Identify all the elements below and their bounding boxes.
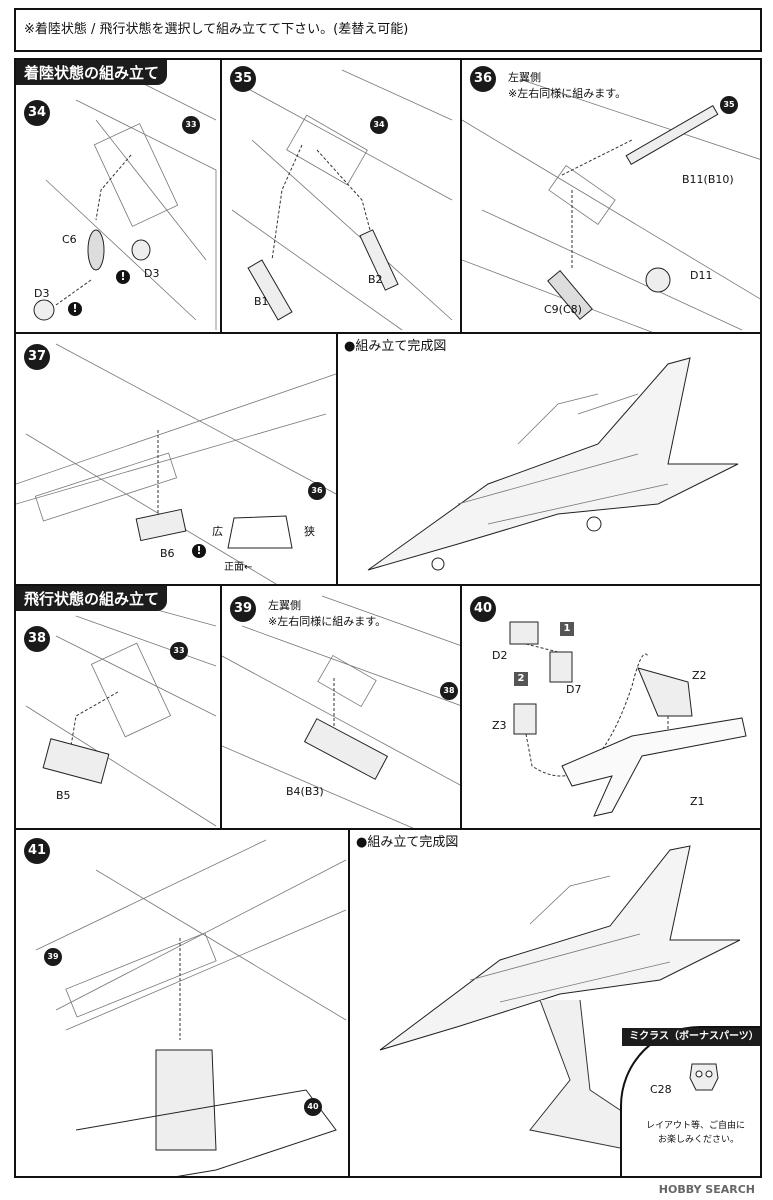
step-36-part-c9: C9(C8)	[544, 303, 582, 316]
step-35-ref: 34	[370, 116, 388, 134]
step-38-part-b5: B5	[56, 789, 71, 802]
step-34-number: 34	[24, 100, 50, 126]
warning-icon: !	[68, 302, 82, 316]
step-39-part-b4: B4(B3)	[286, 785, 324, 798]
step-41-panel: 41 39 40	[14, 828, 350, 1178]
step-37-part-b6: B6	[160, 547, 175, 560]
step-36-note-symmetric: ※左右同様に組みます。	[508, 87, 627, 100]
warning-icon: !	[192, 544, 206, 558]
step-39-number: 39	[230, 596, 256, 622]
header-instruction: ※着陸状態 / 飛行状態を選択して組み立てて下さい。(差替え可能)	[24, 22, 409, 37]
step-40-part-d2: D2	[492, 649, 508, 662]
step-39-ref: 38	[440, 682, 458, 700]
step-40-panel: 40 1 2 D2 D7 Z3 Z2 Z1	[460, 584, 762, 830]
step-35-number: 35	[230, 66, 256, 92]
step-35-drawing	[231, 69, 453, 331]
landing-complete-label: ●組み立て完成図	[344, 339, 447, 354]
flight-complete-panel: ●組み立て完成図 ミクラス（ボーナスパーツ） C28 レイアウト等、ご自由に お…	[348, 828, 762, 1178]
step-36-note-side: 左翼側	[508, 71, 541, 84]
step-36-panel: 36 左翼側 ※左右同様に組みます。 35 B11(B10) D11 C9(C8…	[460, 58, 762, 334]
step-40-part-z2: Z2	[692, 669, 707, 682]
bonus-note-enjoy: お楽しみください。	[658, 1135, 740, 1145]
step-34-drawing	[33, 79, 217, 330]
step-40-part-z3: Z3	[492, 719, 507, 732]
bonus-note-layout: レイアウト等、ご自由に	[646, 1121, 746, 1131]
step-37-ref: 36	[308, 482, 326, 500]
step-40-badge-1: 1	[560, 622, 574, 636]
step-41-number: 41	[24, 838, 50, 864]
step-40-part-z1: Z1	[690, 795, 705, 808]
step-34-ref: 33	[182, 116, 200, 134]
step-36-part-d11: D11	[690, 269, 713, 282]
header-box: ※着陸状態 / 飛行状態を選択して組み立てて下さい。(差替え可能)	[14, 8, 762, 52]
step-36-part-b11: B11(B10)	[682, 173, 734, 186]
step-41-ref-39: 39	[44, 948, 62, 966]
flight-complete-label: ●組み立て完成図	[356, 835, 459, 850]
step-39-note-symmetric: ※左右同様に組みます。	[268, 615, 387, 628]
step-38-ref: 33	[170, 642, 188, 660]
step-41-drawing	[35, 839, 347, 1176]
watermark: HOBBY SEARCH	[658, 1183, 755, 1196]
step-34-panel: 着陸状態の組み立て 34 33 C6 D3 D3 ! !	[14, 58, 222, 334]
step-35-part-b2: B2	[368, 273, 383, 286]
step-35-panel: 35 34 B1 B2	[220, 58, 462, 334]
step-41-ref-40: 40	[304, 1098, 322, 1116]
step-39-panel: 39 左翼側 ※左右同様に組みます。 38 B4(B3)	[220, 584, 462, 830]
step-39-drawing	[222, 595, 460, 828]
step-40-number: 40	[470, 596, 496, 622]
step-36-number: 36	[470, 66, 496, 92]
step-40-badge-2: 2	[514, 672, 528, 686]
step-35-part-b1: B1	[254, 295, 269, 308]
step-34-part-d3-right: D3	[144, 267, 160, 280]
step-39-note-side: 左翼側	[268, 599, 301, 612]
landing-banner: 着陸状態の組み立て	[16, 60, 168, 85]
step-37-wide-label: 広	[212, 525, 223, 538]
step-37-panel: 37 36 B6 ! 広 狭 正面←	[14, 332, 338, 586]
step-34-part-c6: C6	[62, 233, 77, 246]
step-37-drawing	[16, 343, 336, 584]
flight-banner: 飛行状態の組み立て	[16, 586, 168, 611]
step-36-ref: 35	[720, 96, 738, 114]
step-36-drawing	[462, 79, 760, 332]
step-37-front-label: 正面←	[224, 562, 253, 573]
step-37-narrow-label: 狭	[304, 525, 315, 538]
step-38-number: 38	[24, 626, 50, 652]
bonus-title: ミクラス（ボーナスパーツ）	[622, 1028, 760, 1046]
bonus-part-c28: C28	[650, 1083, 672, 1096]
miclas-figure-icon	[689, 1063, 719, 1091]
landing-complete-panel: ●組み立て完成図	[336, 332, 762, 586]
step-38-panel: 飛行状態の組み立て 38 33 B5	[14, 584, 222, 830]
step-37-number: 37	[24, 344, 50, 370]
bonus-part-bubble: ミクラス（ボーナスパーツ） C28 レイアウト等、ご自由に お楽しみください。	[620, 1026, 760, 1176]
landing-complete-drawing	[367, 357, 739, 571]
step-34-part-d3-left: D3	[34, 287, 50, 300]
warning-icon: !	[116, 270, 130, 284]
step-40-drawing	[509, 621, 747, 817]
step-38-drawing	[25, 595, 217, 827]
step-40-part-d7: D7	[566, 683, 582, 696]
instruction-page: ※着陸状態 / 飛行状態を選択して組み立てて下さい。(差替え可能) 着陸状態の組…	[14, 8, 762, 1178]
